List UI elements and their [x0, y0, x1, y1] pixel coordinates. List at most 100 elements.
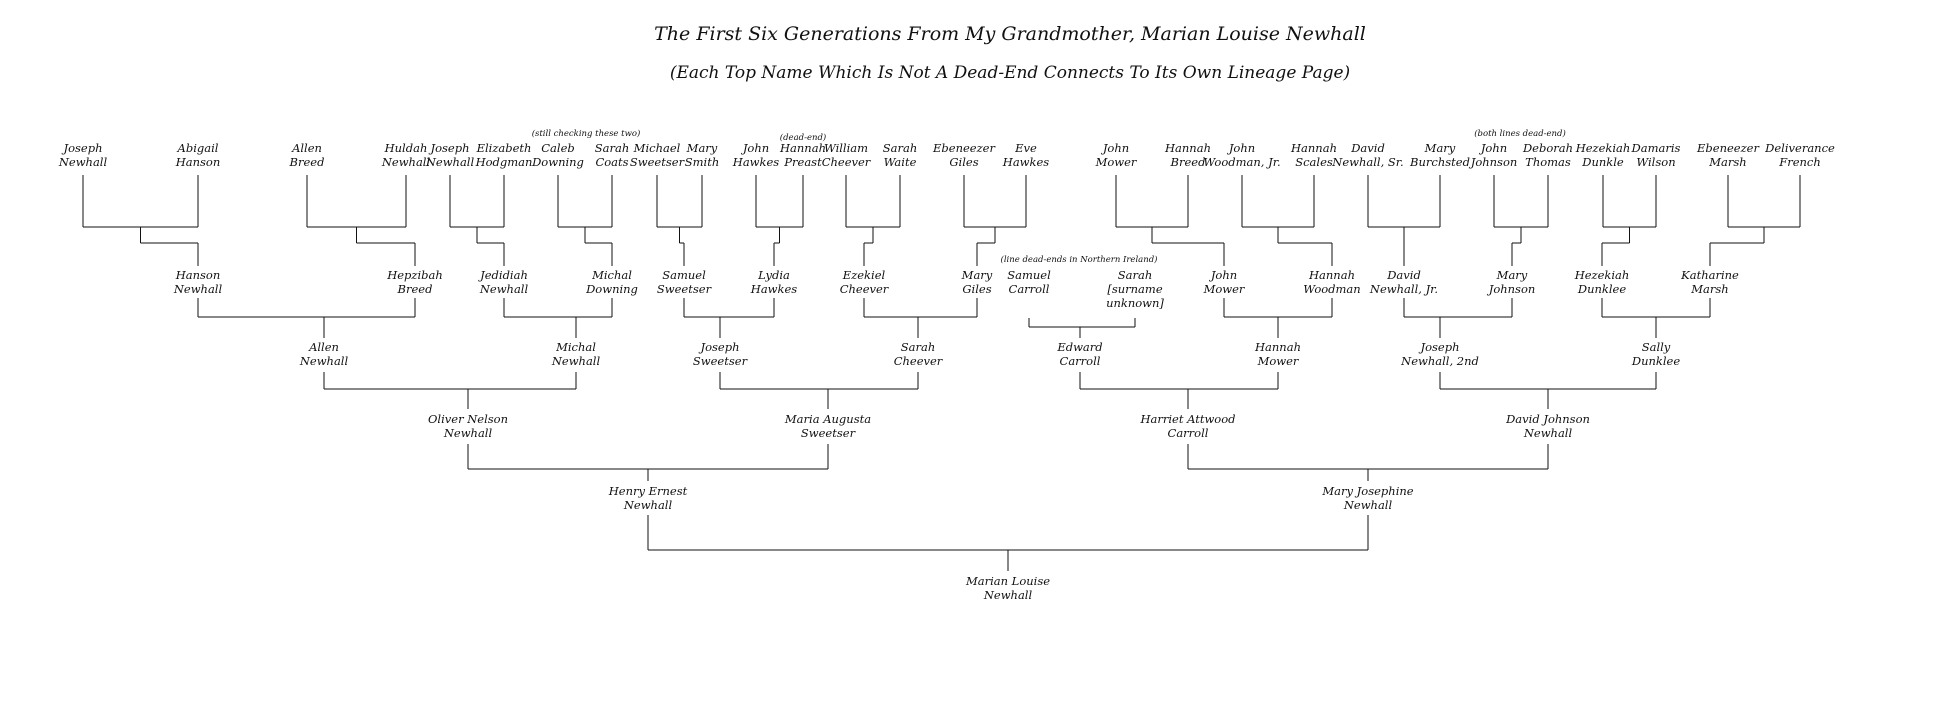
person-first-generation_3-2: Harriet Attwood	[1139, 412, 1235, 426]
person-first-generation_2-1: Mary Josephine	[1321, 484, 1413, 498]
person-last-generation_5-12: Newhall, Jr.	[1369, 282, 1438, 296]
person-first-generation_1-0: Marian Louise	[965, 574, 1050, 588]
person-first-generation_6-17: Hannah	[1164, 141, 1211, 155]
person-last-generation_2-1: Newhall	[1343, 498, 1393, 512]
person-first-generation_6-0: Joseph	[61, 141, 102, 155]
chart-subtitle: (Each Top Name Which Is Not A Dead-End C…	[670, 63, 1350, 83]
person-first-generation_6-12: William	[824, 141, 868, 155]
person-first-generation_6-25: Damaris	[1631, 141, 1681, 155]
person-first-generation_5-12: David	[1386, 268, 1421, 282]
person-first-generation_6-22: John	[1479, 141, 1507, 155]
person-first-generation_6-1: Abigail	[177, 141, 219, 155]
person-first-generation_6-21: Mary	[1424, 141, 1456, 155]
person-last-generation_6-3: Newhall	[381, 155, 431, 169]
person-first-generation_4-4: Edward	[1056, 340, 1102, 354]
person-last-generation_5-8: Carroll	[1009, 282, 1050, 296]
person-last-generation_6-27: French	[1778, 155, 1821, 169]
person-first-generation_3-3: David Johnson	[1505, 412, 1590, 426]
person-last-generation_5-1: Breed	[397, 282, 433, 296]
person-last-generation_6-14: Giles	[949, 155, 978, 169]
person-first-generation_6-16: John	[1101, 141, 1129, 155]
person-first-generation_4-0: Allen	[308, 340, 339, 354]
person-last-generation_6-19: Scales	[1295, 155, 1333, 169]
person-last-generation_5-6: Cheever	[840, 282, 890, 296]
note-both-lines-dead-end: (both lines dead-end)	[1474, 128, 1566, 139]
person-first-generation_2-0: Henry Ernest	[608, 484, 688, 498]
person-first-generation_6-15: Eve	[1014, 141, 1037, 155]
connector-lines	[82, 175, 1801, 571]
person-last-generation_6-26: Marsh	[1708, 155, 1746, 169]
person-last-generation_2-0: Newhall	[623, 498, 673, 512]
person-first-generation_4-1: Michal	[555, 340, 596, 354]
person-last-generation_4-5: Mower	[1257, 354, 1300, 368]
person-last-generation_6-11: Preast	[783, 155, 822, 169]
person-first-generation_5-6: Ezekiel	[842, 268, 886, 282]
person-first-generation_6-18: John	[1227, 141, 1255, 155]
person-first-generation_6-19: Hannah	[1290, 141, 1337, 155]
person-first-generation_6-5: Elizabeth	[476, 141, 532, 155]
person-first-generation_5-11: Hannah	[1308, 268, 1355, 282]
person-first-generation_6-2: Allen	[291, 141, 322, 155]
person-first-generation_6-26: Ebeneezer	[1696, 141, 1760, 155]
person-first-generation_5-3: Michal	[591, 268, 632, 282]
person-last-generation_5-3: Downing	[585, 282, 638, 296]
person-names: JosephNewhallAbigailHansonAllenBreedHuld…	[58, 141, 1835, 602]
person-first-generation_5-9: Sarah	[1118, 268, 1153, 282]
person-last-generation_6-4: Newhall	[425, 155, 475, 169]
person-last-generation_6-1: Hanson	[175, 155, 221, 169]
person-last-generation_5-9: [surname	[1107, 282, 1162, 296]
person-last-generation_6-23: Thomas	[1525, 155, 1571, 169]
person-first-generation_4-3: Sarah	[901, 340, 936, 354]
person-first-generation_5-5: Lydia	[757, 268, 790, 282]
person-first-generation_5-1: Hepzibah	[386, 268, 443, 282]
person-last-generation_4-7: Dunklee	[1631, 354, 1680, 368]
person-last-generation_3-3: Newhall	[1523, 426, 1573, 440]
person-last-generation_6-18: Woodman, Jr.	[1203, 155, 1280, 169]
person-first-generation_4-7: Sally	[1642, 340, 1671, 354]
note-dead-end: (dead-end)	[780, 132, 826, 143]
person-first-generation_6-13: Sarah	[883, 141, 918, 155]
person-first-generation_6-23: Deborah	[1522, 141, 1573, 155]
person-first-generation_5-14: Hezekiah	[1574, 268, 1630, 282]
chart-title: The First Six Generations From My Grandm…	[654, 23, 1366, 45]
note-still-checking: (still checking these two)	[532, 128, 641, 139]
person-last-generation_5-2: Newhall	[479, 282, 529, 296]
person-first-generation_5-15: Katharine	[1680, 268, 1739, 282]
person-first-generation_4-6: Joseph	[1418, 340, 1459, 354]
person-first-generation_5-13: Mary	[1496, 268, 1528, 282]
person-last-generation_6-9: Smith	[685, 155, 720, 169]
person-last-generation_5-11: Woodman	[1303, 282, 1360, 296]
person-last-generation_5-14: Dunklee	[1577, 282, 1626, 296]
person-first-generation_6-14: Ebeneezer	[932, 141, 996, 155]
person-first-generation_6-7: Sarah	[595, 141, 630, 155]
person-first-generation_6-4: Joseph	[428, 141, 469, 155]
person-last-generation_6-10: Hawkes	[732, 155, 780, 169]
person-last-generation_5-7: Giles	[962, 282, 991, 296]
person-first-generation_5-2: Jedidiah	[478, 268, 528, 282]
person-last-generation_5-4: Sweetser	[657, 282, 713, 296]
person-last-generation_6-25: Wilson	[1636, 155, 1675, 169]
person-last-generation_5-10: Mower	[1203, 282, 1246, 296]
person-first-generation_3-1: Maria Augusta	[784, 412, 871, 426]
person-first-generation_5-7: Mary	[961, 268, 993, 282]
person-last-generation_6-0: Newhall	[58, 155, 108, 169]
person-last-generation_6-2: Breed	[289, 155, 325, 169]
person-last-generation_4-1: Newhall	[551, 354, 601, 368]
person-last-generation_5-13: Johnson	[1487, 282, 1536, 296]
person-last-generation_6-20: Newhall, Sr.	[1331, 155, 1403, 169]
person-first-generation_6-24: Hezekiah	[1575, 141, 1631, 155]
person-last-generation_5-15: Marsh	[1690, 282, 1728, 296]
person-last-generation_3-1: Sweetser	[801, 426, 857, 440]
person-first-generation_6-9: Mary	[686, 141, 718, 155]
person-last-generation_6-13: Waite	[884, 155, 917, 169]
person-last-generation_4-6: Newhall, 2nd	[1400, 354, 1479, 368]
person-last-generation_5-5: Hawkes	[750, 282, 798, 296]
person-first-generation_5-10: John	[1209, 268, 1237, 282]
person-first-generation_4-2: Joseph	[698, 340, 739, 354]
person-first-generation_6-20: David	[1350, 141, 1385, 155]
person-first-generation_6-6: Caleb	[541, 141, 575, 155]
person-last-generation_1-0: Newhall	[983, 588, 1033, 602]
person-extra-generation_5-9: unknown]	[1106, 296, 1164, 310]
person-last-generation_6-17: Breed	[1170, 155, 1206, 169]
